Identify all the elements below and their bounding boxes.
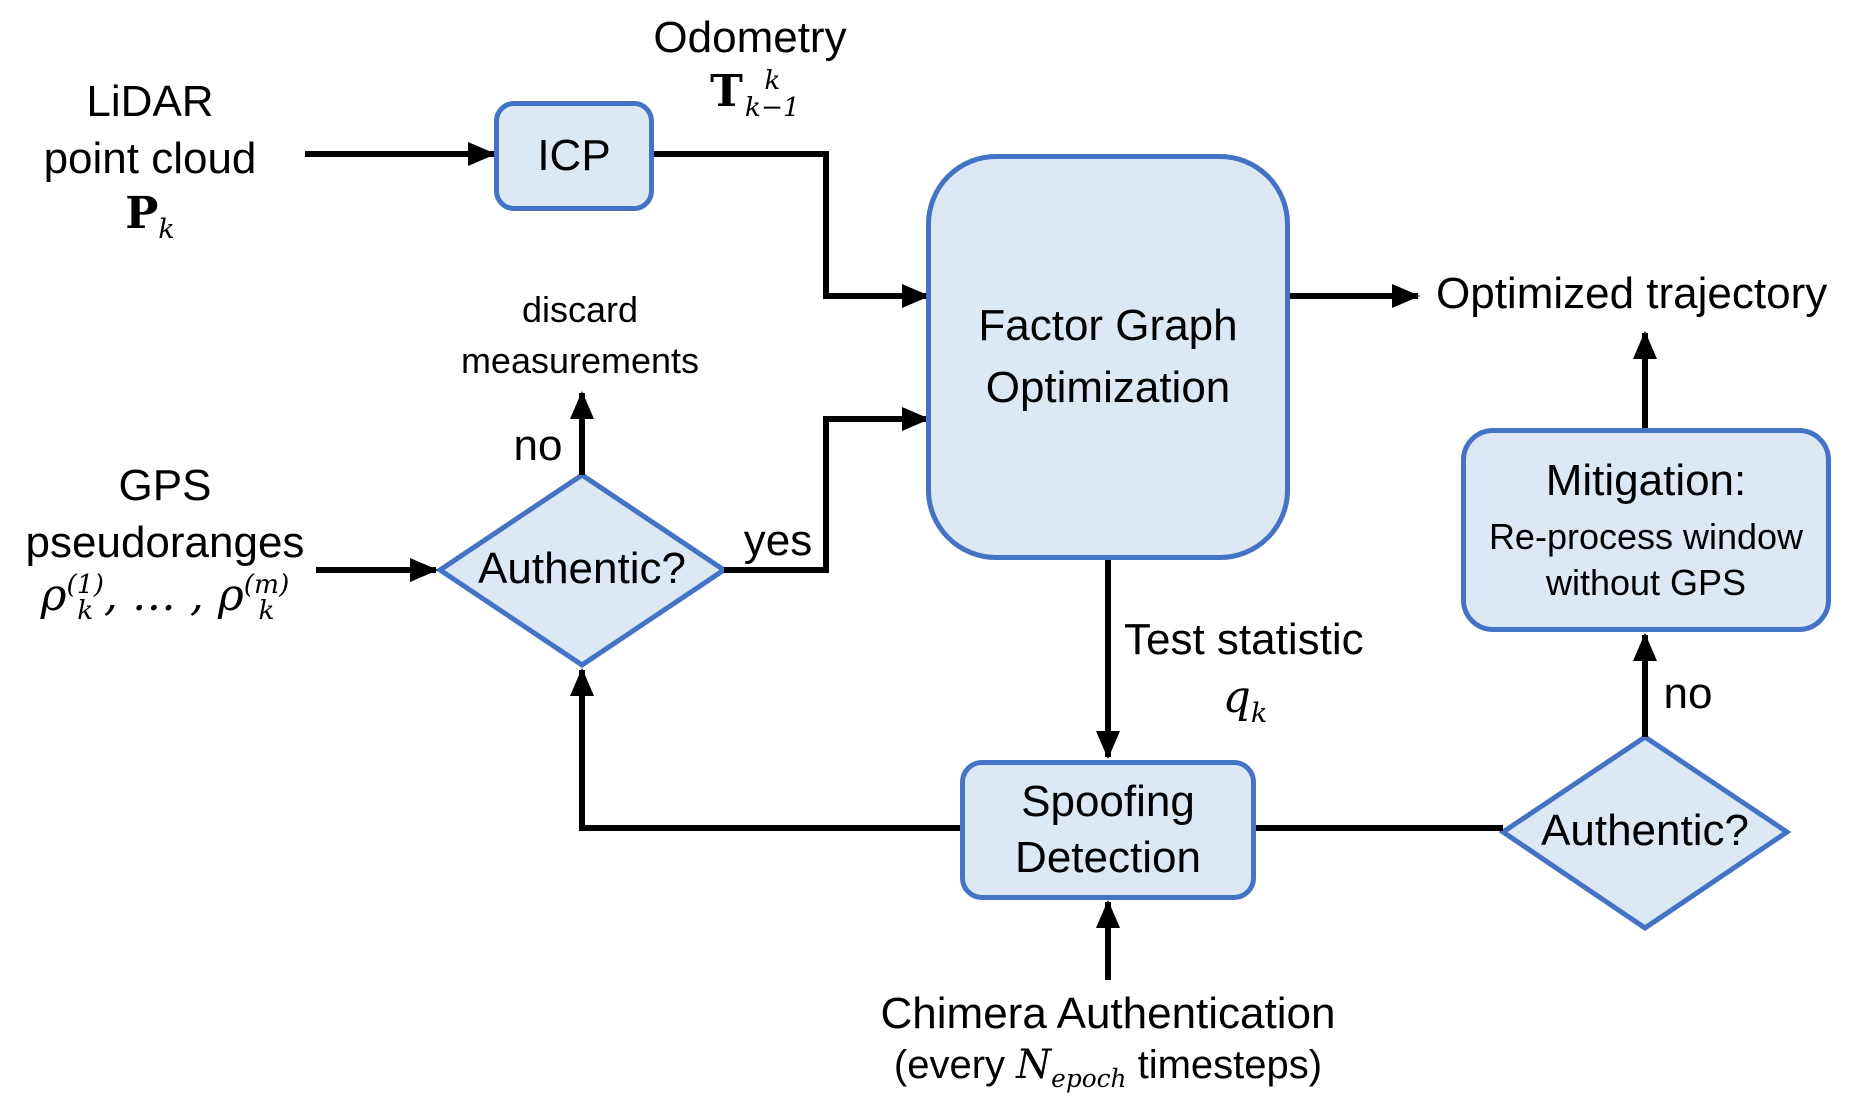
- arrow-authentic-yes-to-fgo: [724, 407, 930, 573]
- lidar-line1: LiDAR: [86, 77, 214, 126]
- mitigation-label-line2: Re-process window: [1488, 516, 1804, 557]
- chimera-n-sub: epoch: [1051, 1063, 1127, 1093]
- odometry-sup: k: [764, 65, 781, 97]
- lidar-line2: point cloud: [43, 133, 257, 183]
- gps-rho-m: ρ: [217, 569, 244, 621]
- q-symbol: q: [1222, 672, 1251, 723]
- gps-input-label: GPS pseudoranges ρ(1)k, … , ρ(m)k: [20, 460, 310, 625]
- discard-line2: measurements: [460, 340, 700, 382]
- yes-label: yes: [743, 516, 813, 565]
- mitigation-label-line3: without GPS: [1545, 562, 1747, 603]
- lidar-input-label: LiDAR point cloud Pk: [30, 76, 270, 246]
- lidar-symbol-p: P: [125, 187, 159, 239]
- arrow-spoofing-to-authentic-left: [570, 668, 960, 831]
- icp-node: ICP: [494, 101, 654, 211]
- authentic-right-label: Authentic?: [1541, 806, 1749, 855]
- no-label-left: no: [513, 421, 563, 470]
- lidar-symbol-sub: k: [158, 213, 175, 245]
- discard-line1: discard: [521, 289, 639, 330]
- no-label-right: no: [1663, 669, 1713, 718]
- spoofing-detection-node: Spoofing Detection: [960, 760, 1256, 900]
- authentic-left-label: Authentic?: [478, 544, 686, 593]
- factor-graph-node: Factor Graph Optimization: [926, 154, 1290, 560]
- odometry-label: Odometry: [653, 13, 847, 62]
- gps-rho-1: ρ: [40, 569, 67, 621]
- spoofing-label-line2: Detection: [1015, 833, 1201, 882]
- chimera-line2: (every Nepoch timesteps): [850, 1041, 1366, 1094]
- q-sub: k: [1250, 697, 1268, 729]
- gps-sup-1: (1): [66, 568, 104, 600]
- fgo-label-line1: Factor Graph: [978, 301, 1238, 350]
- mitigation-node: Mitigation: Re-process window without GP…: [1461, 428, 1831, 632]
- odometry-t: T: [710, 66, 743, 117]
- gps-sub-m: k: [258, 595, 275, 627]
- test-statistic-symbol: qk: [1200, 672, 1290, 731]
- lidar-symbol: Pk: [30, 188, 270, 247]
- gps-line2: pseudoranges: [25, 517, 305, 567]
- authentic-diamond-left: [435, 471, 729, 669]
- optimized-trajectory-label: Optimized trajectory: [1436, 269, 1828, 318]
- arrow-icp-to-fgo: [652, 151, 930, 308]
- gps-sup-m: (m): [243, 568, 290, 600]
- chimera-line2-pre: (every: [893, 1042, 1017, 1087]
- chimera-input-label: Chimera Authentication (every Nepoch tim…: [850, 988, 1366, 1094]
- odometry-sub: k−1: [744, 91, 800, 123]
- icp-label: ICP: [537, 131, 611, 180]
- mitigation-label-line1: Mitigation:: [1545, 456, 1747, 505]
- test-statistic-label: Test statistic: [1124, 615, 1364, 664]
- gps-separator: , … ,: [103, 569, 218, 621]
- authentic-diamond-right: [1498, 733, 1792, 932]
- discard-label: discard measurements: [440, 288, 720, 382]
- gps-symbols: ρ(1)k, … , ρ(m)k: [20, 570, 310, 625]
- gps-line1: GPS: [118, 461, 212, 510]
- fgo-label-line2: Optimization: [985, 363, 1231, 412]
- spoofing-label-line1: Spoofing: [1021, 777, 1195, 826]
- chimera-line2-post: timesteps): [1126, 1042, 1323, 1087]
- chimera-n-symbol: N: [1016, 1041, 1052, 1088]
- gps-sub-1: k: [77, 595, 94, 627]
- chimera-line1: Chimera Authentication: [880, 989, 1336, 1038]
